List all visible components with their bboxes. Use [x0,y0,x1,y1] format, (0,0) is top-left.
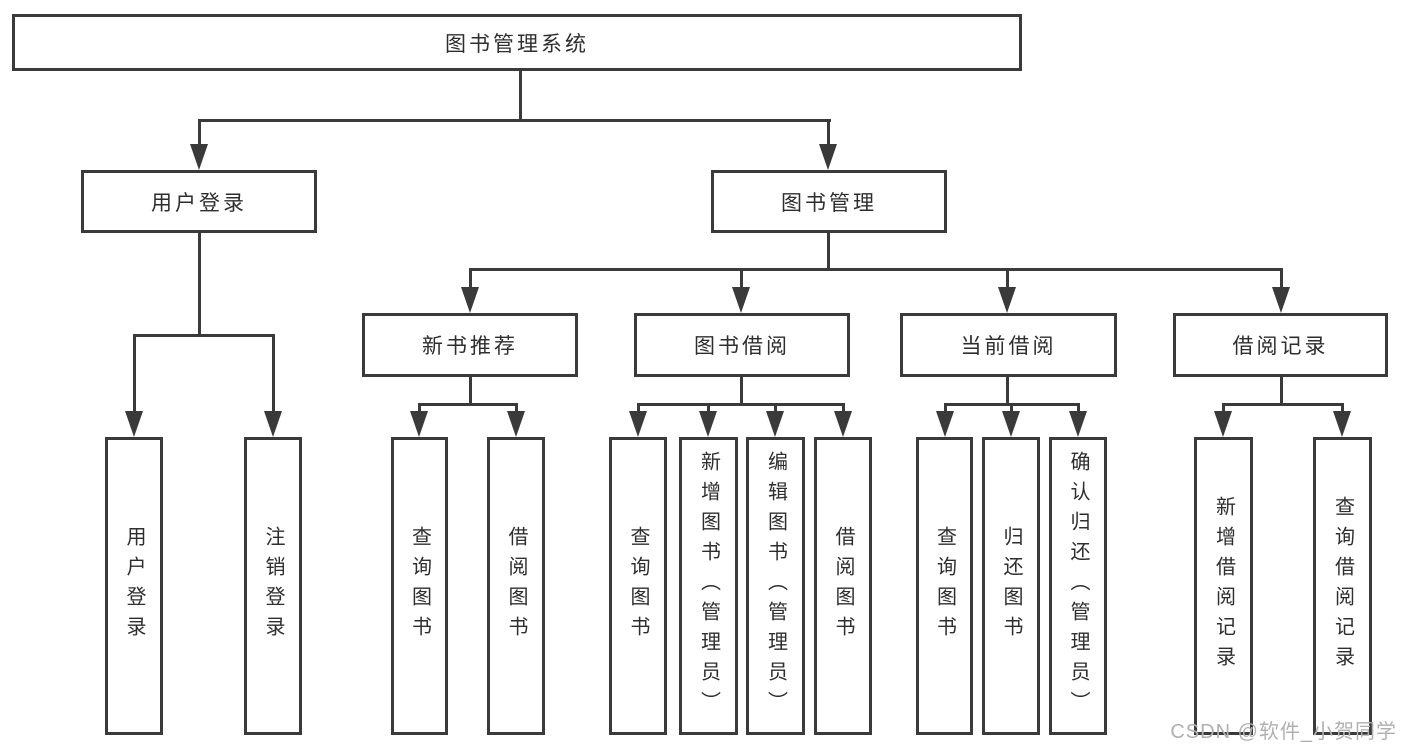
box-leaf-user-login: 用户登录 [105,437,163,735]
arrow-into-br-add [1214,411,1232,437]
box-leaf-return-books: 归还图书 [982,437,1040,735]
box-leaf-edit-books-admin: 编辑图书（管理员） [746,437,805,735]
arrow-into-logout [264,411,282,437]
box-leaf-confirm-return-admin: 确认归还（管理员） [1049,437,1107,735]
connector-stub-br-query [1341,403,1344,413]
connector-book-borrow-rail [637,403,845,406]
connector-stub-cb-confirm [1077,403,1080,413]
leaf-add-borrow-record-label: 新增借阅记录 [1212,496,1235,676]
arrow-into-cb-query [936,411,954,437]
leaf-add-books-admin-label: 新增图书（管理员） [697,451,720,721]
arrow-into-book-mgmt [819,144,837,170]
connector-root-trunk [519,71,522,122]
leaf-user-login-label: 用户登录 [123,526,145,646]
user-login-label: 用户登录 [151,191,247,215]
connector-level3-rail [469,268,1283,271]
arrow-into-nb-query [410,411,428,437]
leaf-current-query-books-label: 查询图书 [933,526,956,646]
arrow-into-new-book [461,287,479,313]
box-leaf-query-borrow-record: 查询借阅记录 [1313,437,1372,735]
borrowing-records-label: 借阅记录 [1232,335,1329,358]
connector-current-borrow-trunk [1006,377,1009,406]
arrow-into-nb-borrow [507,411,525,437]
connector-stub-bb-query [637,403,640,413]
connector-stub-br-add [1222,403,1225,413]
box-book-borrowing: 图书借阅 [634,313,850,377]
arrow-into-bb-add [699,411,717,437]
root-label: 图书管理系统 [445,32,589,56]
leaf-borrow-query-books-label: 查询图书 [627,526,649,646]
arrow-into-book-borrow [732,287,750,313]
arrow-into-login [125,411,143,437]
box-leaf-borrow-books: 借阅图书 [814,437,872,735]
leaf-return-books-label: 归还图书 [1000,526,1022,646]
connector-user-login-rail [133,334,275,337]
current-borrowing-label: 当前借阅 [960,335,1057,358]
connector-book-mgmt-trunk [827,233,830,271]
leaf-edit-books-admin-label: 编辑图书（管理员） [764,451,787,721]
connector-drop-current-borrow [1006,268,1009,289]
connector-stub-nb-query [418,403,421,413]
box-user-login: 用户登录 [81,170,317,233]
box-root-library-system: 图书管理系统 [12,14,1022,71]
connector-stub-bb-borrow [842,403,845,413]
leaf-borrow-books-label: 借阅图书 [832,526,854,646]
leaf-logout-label: 注销登录 [262,526,284,646]
connector-new-book-trunk [469,377,472,406]
box-leaf-add-borrow-record: 新增借阅记录 [1194,437,1253,735]
arrow-into-borrow-record [1272,287,1290,313]
leaf-recommend-query-books-label: 查询图书 [408,526,431,646]
connector-drop-logout [272,334,275,412]
connector-drop-new-book [469,268,472,289]
arrow-into-user-login [190,144,208,170]
csdn-watermark: CSDN @软件_小贺同学 [1170,721,1397,743]
arrow-into-cb-return [1002,411,1020,437]
connector-new-book-rail [418,403,518,406]
connector-drop-book-borrow [740,268,743,289]
arrow-into-bb-query [629,411,647,437]
box-book-management: 图书管理 [711,170,947,233]
box-leaf-recommend-borrow-books: 借阅图书 [487,437,545,735]
connector-user-login-trunk [198,233,201,336]
connector-drop-login [133,334,136,412]
box-borrowing-records: 借阅记录 [1173,313,1388,377]
leaf-query-borrow-record-label: 查询借阅记录 [1331,496,1354,676]
arrow-into-cb-confirm [1069,411,1087,437]
connector-stub-bb-add [707,403,710,413]
arrow-into-br-query [1333,411,1351,437]
leaf-recommend-borrow-books-label: 借阅图书 [505,526,527,646]
arrow-into-bb-edit [766,411,784,437]
box-leaf-current-query-books: 查询图书 [916,437,973,735]
box-leaf-recommend-query-books: 查询图书 [391,437,448,735]
connector-borrow-record-trunk [1280,377,1283,406]
connector-stub-nb-borrow [515,403,518,413]
arrow-into-current-borrow [998,287,1016,313]
connector-drop-borrow-record [1280,268,1283,289]
connector-stub-cb-return [1010,403,1013,413]
connector-stub-bb-edit [774,403,777,413]
connector-borrow-record-rail [1222,403,1344,406]
connector-book-borrow-trunk [740,377,743,406]
box-current-borrowing: 当前借阅 [900,313,1117,377]
box-leaf-add-books-admin: 新增图书（管理员） [679,437,738,735]
connector-level2-rail [198,119,831,122]
arrow-into-bb-borrow [834,411,852,437]
connector-drop-user-login [198,119,201,146]
leaf-confirm-return-admin-label: 确认归还（管理员） [1067,451,1089,721]
box-leaf-borrow-query-books: 查询图书 [609,437,667,735]
connector-drop-book-mgmt [827,119,830,146]
new-book-recommend-label: 新书推荐 [422,335,518,358]
book-management-label: 图书管理 [781,191,877,215]
book-borrowing-label: 图书借阅 [694,335,790,358]
box-new-book-recommend: 新书推荐 [362,313,578,377]
connector-stub-cb-query [944,403,947,413]
box-leaf-logout: 注销登录 [244,437,302,735]
